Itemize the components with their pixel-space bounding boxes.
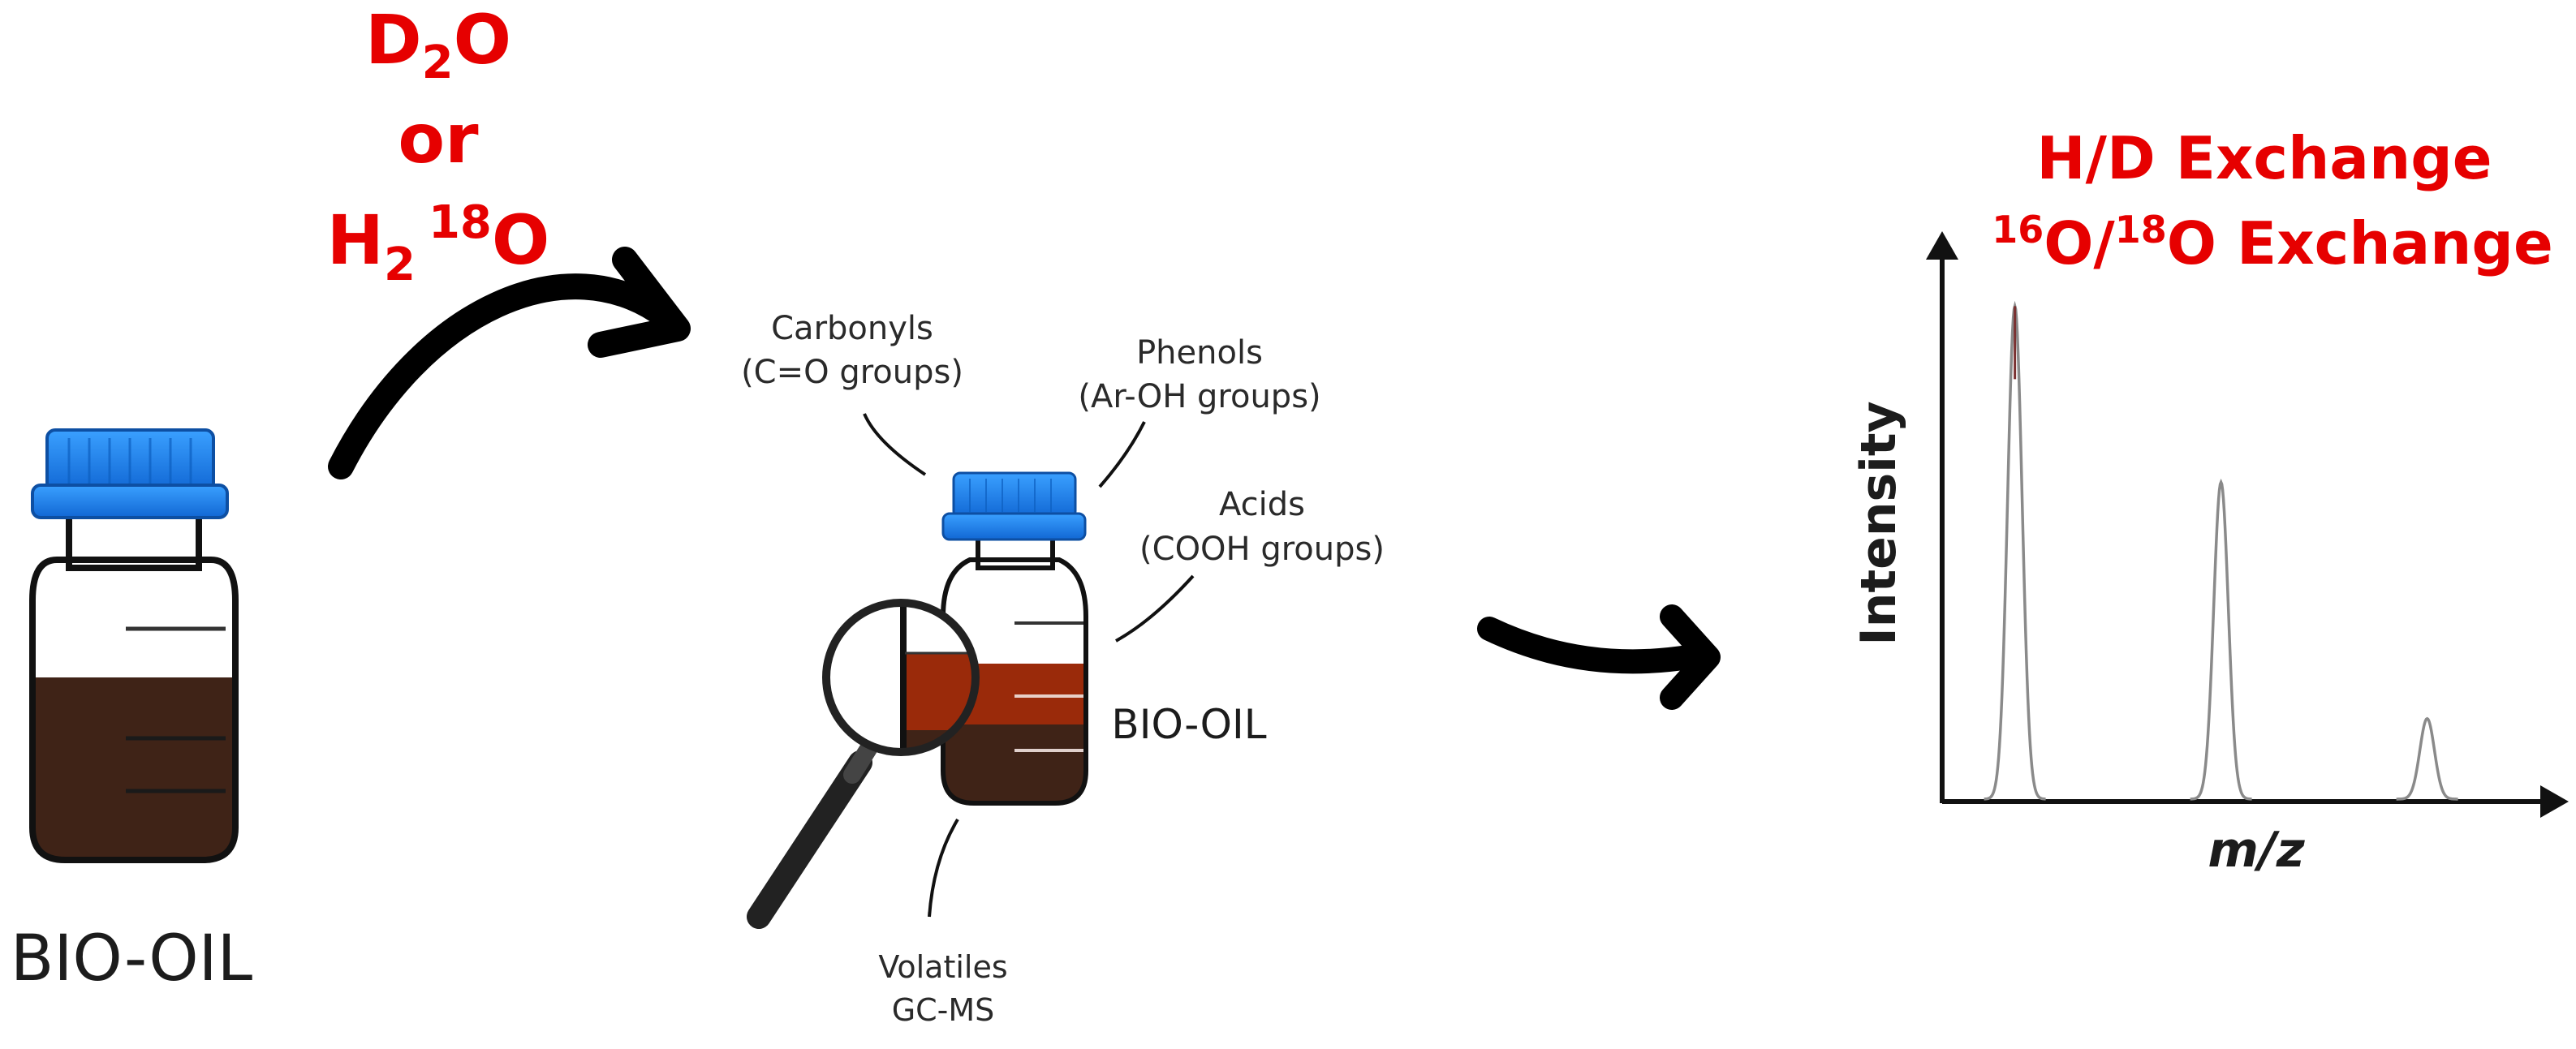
right-arrow [1477,604,1721,710]
curved-arrow-shaft [328,273,678,479]
left-bottle-label: BIO-OIL [11,922,253,995]
spectrum-xlabel: m/z [2208,822,2305,879]
result-hd-exchange: H/D Exchange [2036,124,2492,192]
curved-arrow-head [588,247,691,358]
center-bottle-cap-rim [941,512,1087,541]
left-bottle [29,428,239,863]
annotation-volatiles: Volatiles [878,949,1007,985]
spectrum-x-arrowhead [2540,785,2569,818]
spectrum-peak-1 [1984,300,2046,801]
annotation-carbonyls: Carbonyls [771,310,933,347]
annotation-lines [863,413,1195,918]
magnifier-handle [747,750,872,929]
reagent-or: or [398,99,479,178]
reagent-h2-18o: H218O [327,196,550,291]
carbonyls-pointer [863,413,927,476]
result-title: H/D Exchange 16O/18O Exchange [1992,124,2553,277]
center-bottle-cap [952,471,1077,519]
annotation-phenols: Phenols [1136,334,1263,372]
volatiles-pointer [928,818,959,918]
result-oxygen-exchange: 16O/18O Exchange [1992,208,2553,277]
spectrum-peaks [1984,300,2458,801]
reagent-d2o: D2O [365,0,511,89]
mass-spectrum: Intensity m/z [1850,231,2569,879]
right-arrow-head [1660,604,1721,710]
annotation-gc-ms: GC-MS [892,992,995,1028]
center-annotations: Carbonyls (C=O groups) Phenols (Ar-OH gr… [741,310,1385,1028]
spectrum-ylabel: Intensity [1850,401,1907,645]
center-bottle-body [941,557,1088,806]
left-bottle-cap-rim [31,484,229,519]
magnifier-lens [822,599,980,756]
center-bottle-label: BIO-OIL [1111,701,1266,748]
annotation-acids-groups: (COOH groups) [1139,531,1385,568]
left-bottle-body [29,557,239,863]
left-bottle-oil [32,677,235,860]
acids-pointer [1115,574,1195,643]
annotation-carbonyls-groups: (C=O groups) [741,354,963,391]
phenols-pointer [1098,421,1146,488]
spectrum-peak-2 [2190,478,2252,801]
curved-arrow [328,247,691,479]
magnifying-glass-icon [747,599,980,929]
spectrum-y-arrowhead [1926,231,1958,260]
right-arrow-shaft [1477,617,1700,674]
annotation-acids: Acids [1219,486,1305,523]
reagents-text: D2O or H218O [327,0,550,291]
spectrum-peak-3 [2396,716,2458,801]
annotation-phenols-groups: (Ar-OH groups) [1078,378,1320,415]
